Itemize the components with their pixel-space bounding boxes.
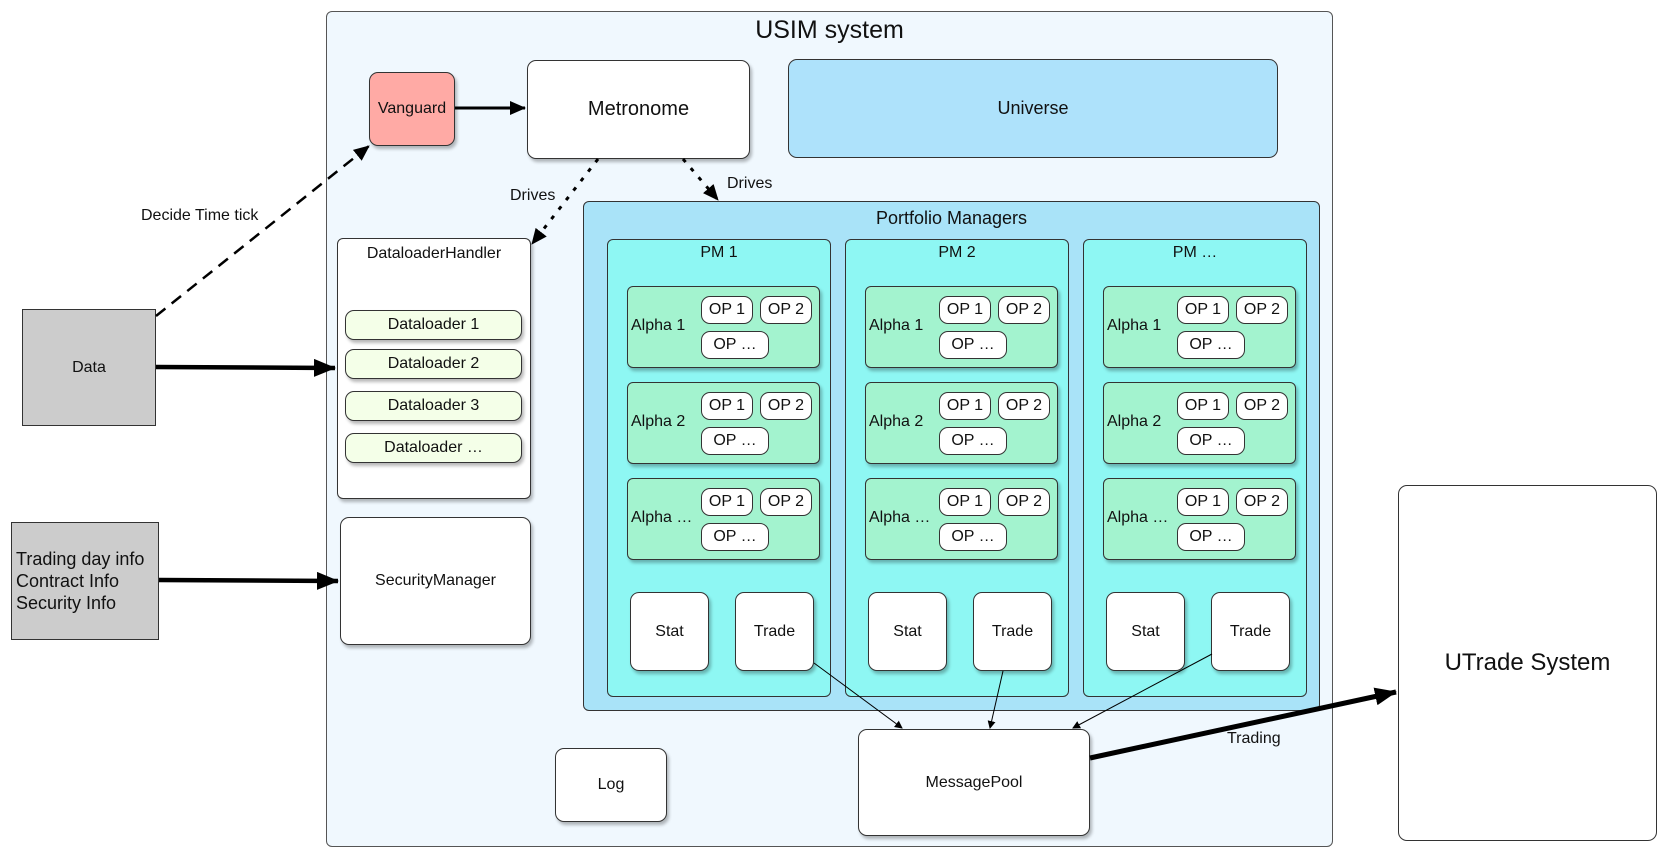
op-box: OP 2 — [760, 296, 812, 324]
op-box: OP 1 — [939, 296, 991, 324]
log-box: Log — [555, 748, 667, 822]
op-box: OP … — [701, 427, 769, 455]
log-label: Log — [597, 776, 625, 793]
pm-title: PM … — [1172, 244, 1218, 261]
trade-box: Trade — [735, 592, 814, 671]
trading-info-box: Trading day info Contract Info Security … — [11, 522, 159, 640]
drives-label-right: Drives — [727, 175, 773, 192]
op-box: OP 1 — [1177, 392, 1229, 420]
vanguard-label: Vanguard — [377, 100, 447, 117]
data-to-dataloader-arrow — [155, 358, 336, 377]
trading-label: Trading — [1227, 730, 1281, 747]
security-info-text: Security Info — [16, 593, 117, 613]
op-box: OP … — [1177, 523, 1245, 551]
portfolio-managers-title: Portfolio Managers — [875, 208, 1028, 228]
message-pool-label: MessagePool — [925, 773, 1023, 791]
op-box: OP 2 — [998, 392, 1050, 420]
dataloader-item: Dataloader … — [345, 433, 522, 463]
alpha-name: Alpha 1 — [1107, 317, 1162, 334]
usim-system-title: USIM system — [755, 16, 904, 44]
pm-title: PM 1 — [700, 244, 738, 261]
message-pool-box: MessagePool — [858, 729, 1090, 836]
vanguard-box: Vanguard — [369, 72, 455, 146]
pm-title: PM 2 — [938, 244, 976, 261]
alpha-name: Alpha 1 — [631, 317, 686, 334]
stat-box: Stat — [868, 592, 947, 671]
trade-box: Trade — [973, 592, 1052, 671]
dataloader-handler-title: DataloaderHandler — [366, 245, 502, 262]
alpha-name: Alpha 2 — [631, 413, 686, 430]
op-box: OP 2 — [1236, 488, 1288, 516]
op-box: OP 1 — [701, 296, 753, 324]
metronome-box: Metronome — [527, 60, 750, 159]
op-box: OP 1 — [1177, 296, 1229, 324]
op-box: OP 2 — [760, 392, 812, 420]
op-box: OP 2 — [998, 296, 1050, 324]
utrade-system-label: UTrade System — [1444, 649, 1611, 676]
drives-label-left: Drives — [510, 187, 556, 204]
op-box: OP … — [1177, 427, 1245, 455]
trade-box: Trade — [1211, 592, 1290, 671]
security-manager-label: SecurityManager — [375, 572, 496, 589]
alpha-name: Alpha … — [869, 509, 931, 526]
op-box: OP 2 — [760, 488, 812, 516]
stat-box: Stat — [630, 592, 709, 671]
op-box: OP 1 — [1177, 488, 1229, 516]
op-box: OP 2 — [998, 488, 1050, 516]
op-box: OP … — [701, 331, 769, 359]
op-box: OP 1 — [939, 392, 991, 420]
metronome-label: Metronome — [587, 98, 690, 120]
op-box: OP … — [939, 523, 1007, 551]
op-box: OP … — [939, 331, 1007, 359]
trading-info-to-security-manager-arrow — [158, 571, 339, 590]
alpha-name: Alpha 2 — [1107, 413, 1162, 430]
utrade-system-box: UTrade System — [1398, 485, 1657, 841]
dataloader-item-label: Dataloader 1 — [387, 316, 480, 333]
dataloader-item-label: Dataloader … — [384, 439, 483, 456]
universe-box: Universe — [788, 59, 1278, 158]
data-box: Data — [22, 309, 156, 426]
trading-day-info-text: Trading day info — [16, 549, 145, 569]
op-box: OP … — [939, 427, 1007, 455]
data-label: Data — [72, 358, 106, 376]
universe-label: Universe — [997, 98, 1069, 118]
contract-info-text: Contract Info — [16, 571, 120, 591]
alpha-name: Alpha 2 — [869, 413, 924, 430]
op-box: OP 1 — [701, 392, 753, 420]
dataloader-item: Dataloader 2 — [345, 349, 522, 379]
stat-box: Stat — [1106, 592, 1185, 671]
decide-time-tick-label: Decide Time tick — [141, 207, 259, 224]
alpha-name: Alpha 1 — [869, 317, 924, 334]
op-box: OP 2 — [1236, 296, 1288, 324]
op-box: OP … — [1177, 331, 1245, 359]
op-box: OP … — [701, 523, 769, 551]
dataloader-item-label: Dataloader 2 — [387, 355, 480, 372]
alpha-name: Alpha … — [1107, 509, 1169, 526]
op-box: OP 2 — [1236, 392, 1288, 420]
alpha-name: Alpha … — [631, 509, 693, 526]
security-manager-box: SecurityManager — [340, 517, 531, 645]
dataloader-item: Dataloader 1 — [345, 310, 522, 340]
op-box: OP 1 — [939, 488, 991, 516]
dataloader-item: Dataloader 3 — [345, 391, 522, 421]
dataloader-item-label: Dataloader 3 — [387, 397, 480, 414]
op-box: OP 1 — [701, 488, 753, 516]
